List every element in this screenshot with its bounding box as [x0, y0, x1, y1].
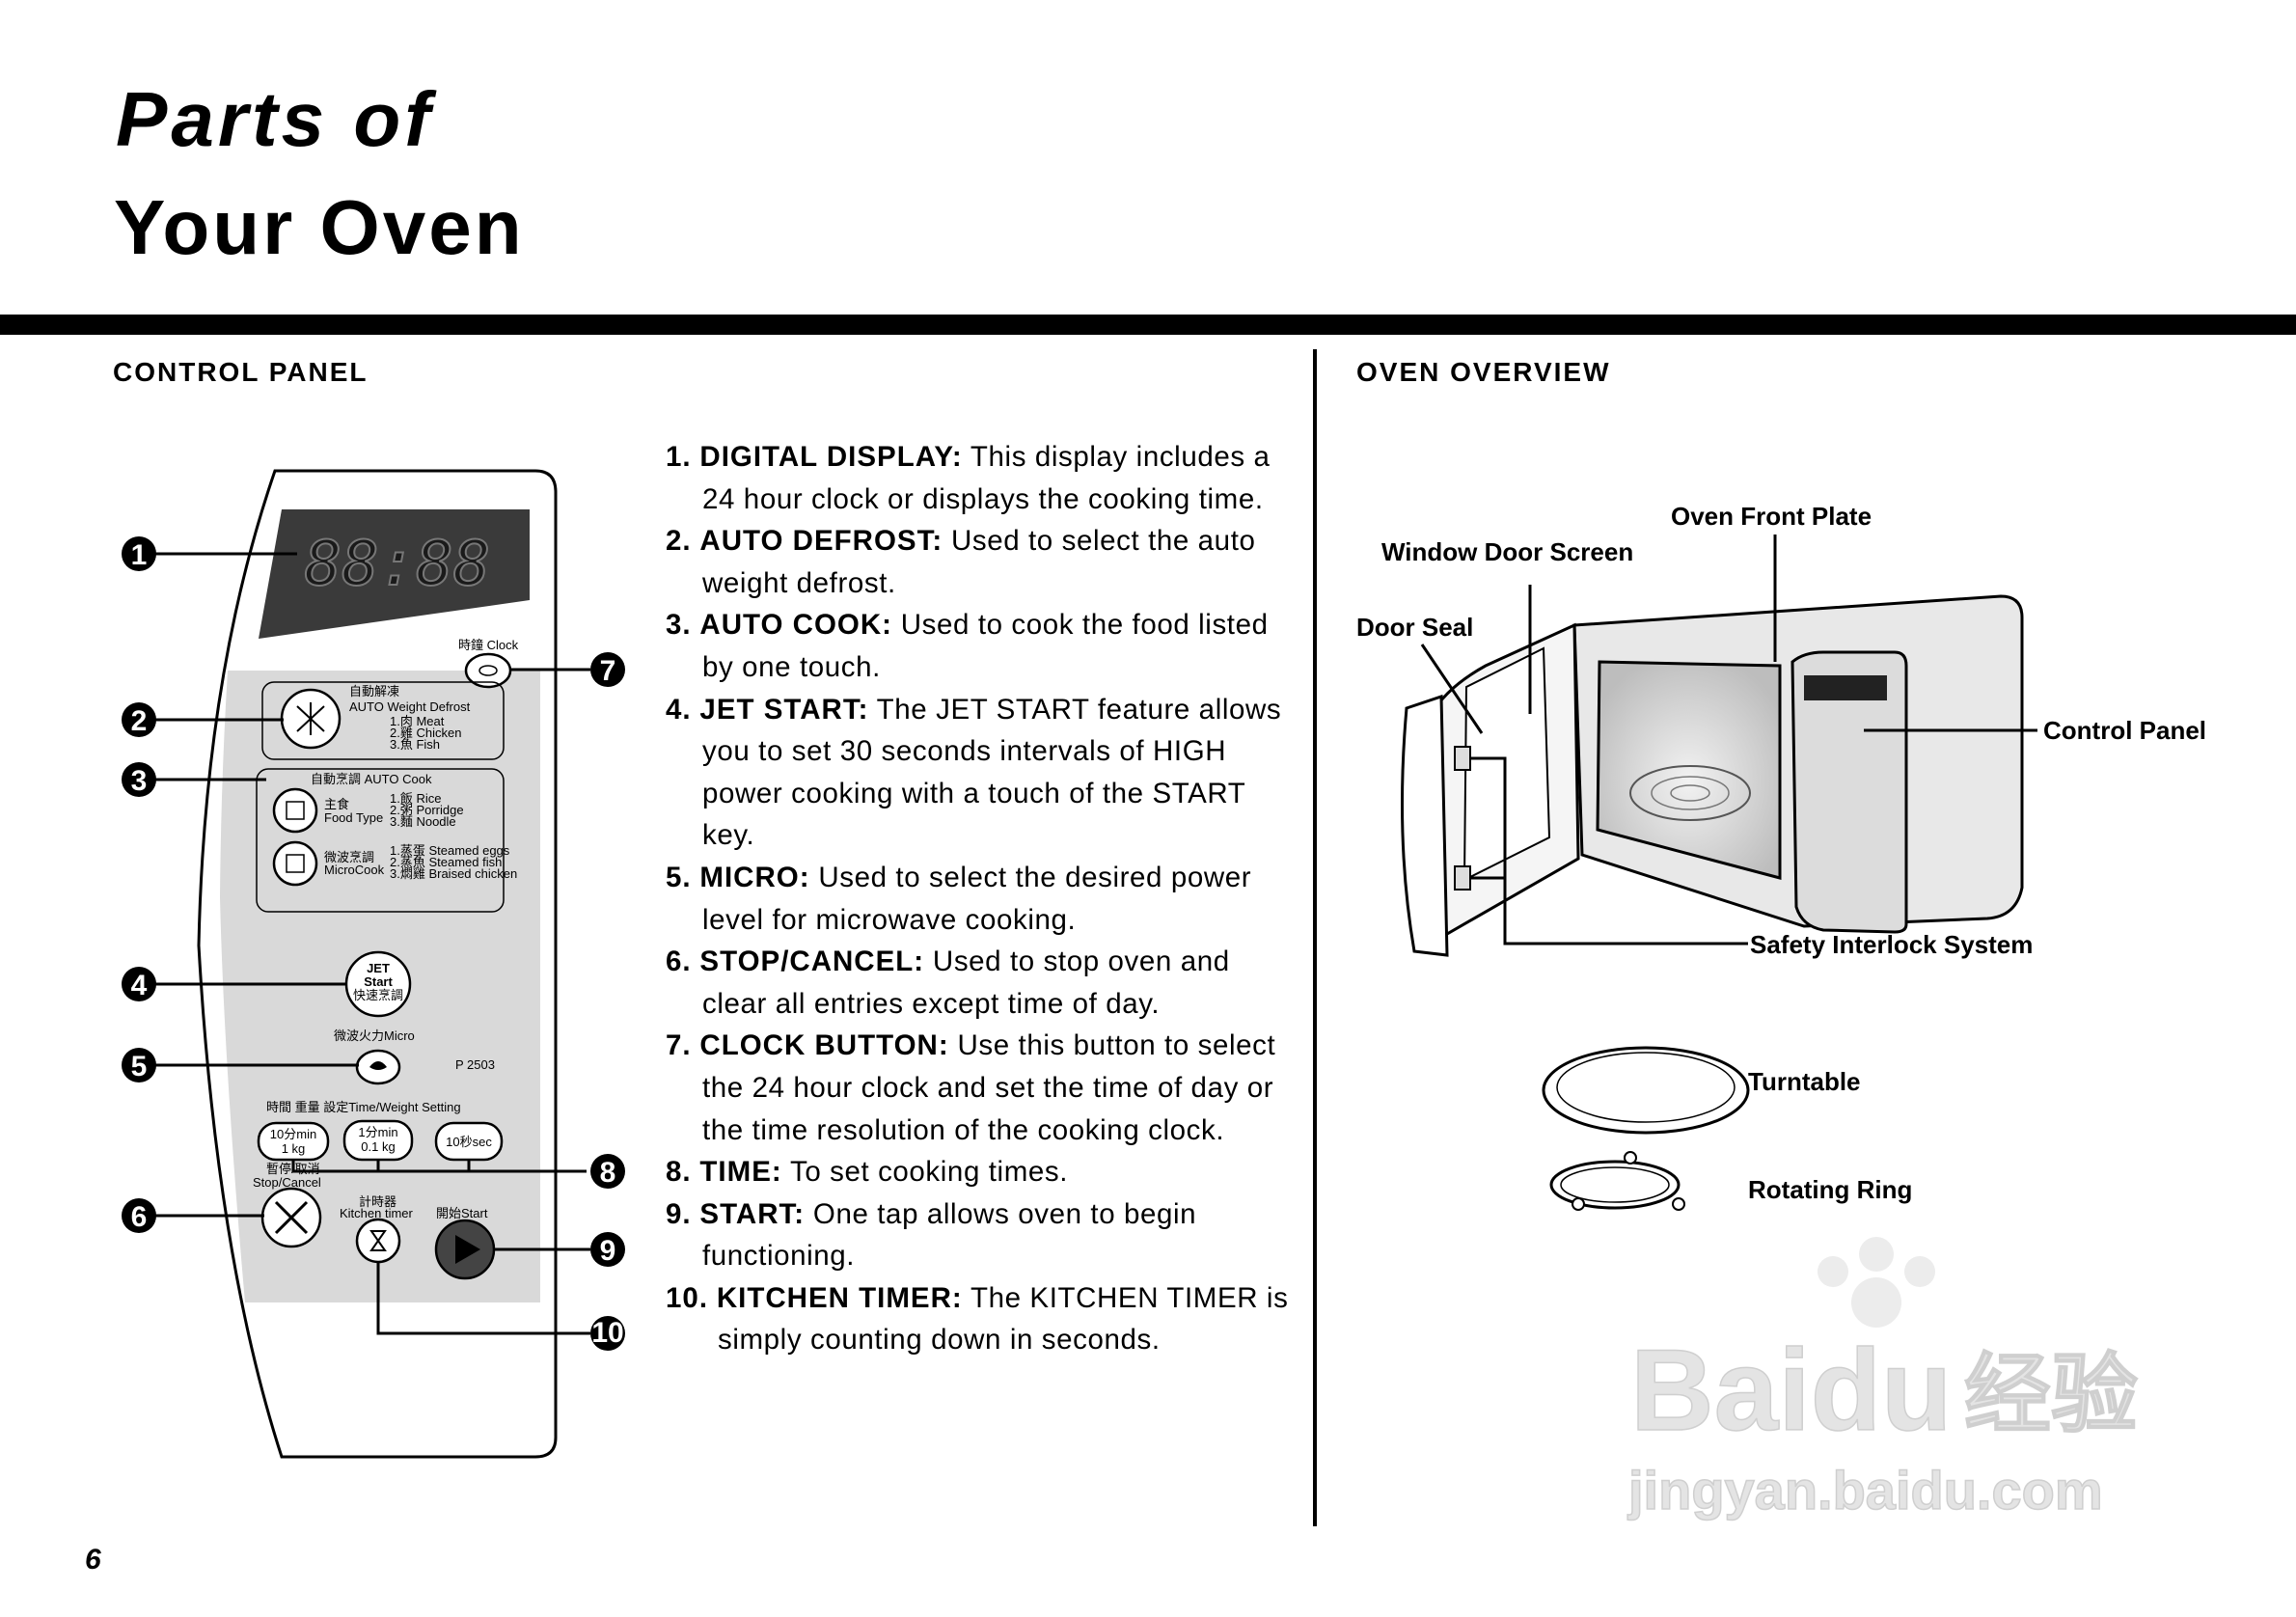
callout-8: 8 [600, 1157, 616, 1189]
label-door-seal: Door Seal [1356, 613, 1473, 642]
oven-control-panel [1790, 650, 1908, 934]
watermark-chinese: 经验 [1964, 1347, 2138, 1443]
overview-leaders [1420, 534, 2037, 946]
rotating-ring-part [1549, 1160, 1681, 1210]
cancel-x-icon [274, 1200, 309, 1235]
jet-start-label: JET [367, 961, 390, 975]
clock-icon [478, 665, 498, 676]
food-type-item: 2.粥 Porridge [390, 803, 464, 817]
food-type-item: 1.飯 Rice [390, 791, 441, 806]
defrost-item: 3.魚 Fish [390, 737, 440, 752]
jet-start-label: Start [364, 974, 393, 989]
callout-markers: 1 2 3 4 5 6 7 8 9 10 [122, 536, 625, 1351]
oven-overview-illustration [1401, 594, 2024, 957]
micro-cook-icon [286, 854, 305, 873]
callout-3: 3 [131, 765, 148, 797]
play-icon [455, 1235, 480, 1264]
ten-minute-label: 10分min [270, 1127, 316, 1141]
oven-display [1804, 675, 1887, 700]
defrost-item: 2.雞 Chicken [390, 726, 461, 740]
food-type-button[interactable] [272, 787, 318, 834]
stop-cancel-label: Stop/Cancel [253, 1175, 321, 1190]
watermark: Baidu 经验 jingyan.baidu.com [1626, 1237, 2139, 1521]
auto-cook-label: 自動烹調 AUTO Cook [311, 772, 432, 786]
page-number: 6 [85, 1544, 101, 1576]
micro-label: 微波火力Micro [334, 1028, 415, 1043]
auto-cook-group-frame [256, 768, 505, 913]
description-item: 4. JET START: The JET START feature allo… [666, 693, 1282, 852]
micro-cook-chinese-label: 微波烹調 [324, 850, 374, 864]
jet-start-chinese-label: 快速烹調 [353, 988, 403, 1002]
description-item: 7. CLOCK BUTTON: Use this button to sele… [666, 1029, 1276, 1146]
callout-4: 4 [131, 970, 148, 1001]
kitchen-timer-label: Kitchen timer [340, 1206, 414, 1220]
description-item: 5. MICRO: Used to select the desired pow… [666, 861, 1252, 936]
turntable-part [1542, 1046, 1750, 1135]
door-seal-part [1401, 694, 1449, 957]
control-descriptions-list: 1. DIGITAL DISPLAY: This display include… [666, 436, 1302, 1361]
watermark-url: jingyan.baidu.com [1627, 1460, 2103, 1521]
micro-cook-item: 3.燜雞 Braised chicken [390, 866, 517, 881]
label-turntable: Turntable [1748, 1067, 1861, 1096]
interlock-latch-top [1454, 746, 1471, 771]
time-weight-label: 時間 重量 設定Time/Weight Setting [266, 1100, 461, 1114]
header-rule [0, 315, 2296, 335]
digital-display [259, 509, 530, 639]
clock-label: 時鐘 Clock [458, 638, 519, 652]
model-number: P 2503 [455, 1057, 495, 1072]
description-item: 10. KITCHEN TIMER: The KITCHEN TIMER is … [666, 1281, 1289, 1357]
watermark-brand: Baidu [1630, 1326, 1952, 1455]
callout-6: 6 [131, 1201, 148, 1233]
display-digits: 88:88 [305, 529, 491, 600]
label-rotating-ring: Rotating Ring [1748, 1175, 1912, 1204]
label-safety-interlock: Safety Interlock System [1750, 930, 2033, 959]
micro-power-icon [369, 1061, 387, 1070]
description-item: 9. START: One tap allows oven to begin f… [666, 1197, 1197, 1273]
description-item: 8. TIME: To set cooking times. [666, 1156, 1069, 1189]
description-item: 1. DIGITAL DISPLAY: This display include… [666, 441, 1271, 515]
description-item: 6. STOP/CANCEL: Used to stop oven and cl… [666, 946, 1230, 1020]
label-oven-front-plate: Oven Front Plate [1671, 502, 1872, 531]
label-control-panel: Control Panel [2043, 716, 2206, 745]
food-type-item: 3.麵 Noodle [390, 814, 456, 829]
micro-cook-label: MicroCook [324, 863, 385, 877]
food-type-icon [286, 801, 305, 820]
page-title-line-2: Your Oven [114, 184, 525, 270]
callout-leaders [154, 552, 590, 1335]
food-type-label: Food Type [324, 810, 383, 825]
ten-minute-weight-label: 1 kg [282, 1141, 306, 1156]
control-panel-illustration: 88:88 時鐘 Clock 自動解凍 AUTO Weight Defrost … [197, 469, 558, 1459]
ten-second-label: 10秒sec [446, 1135, 492, 1149]
defrost-label: AUTO Weight Defrost [349, 699, 471, 714]
one-minute-weight-label: 0.1 kg [361, 1139, 395, 1154]
callout-9: 9 [600, 1235, 616, 1267]
label-window-door-screen: Window Door Screen [1381, 537, 1633, 566]
page-title-line-1: Parts of [116, 76, 434, 162]
defrost-chinese-label: 自動解凍 [349, 684, 399, 699]
food-type-chinese-label: 主食 [324, 797, 349, 811]
section-heading-oven-overview: OVEN OVERVIEW [1356, 357, 1611, 387]
kitchen-timer-chinese-label: 計時器 [359, 1194, 396, 1209]
micro-cook-button[interactable] [272, 840, 318, 887]
hourglass-icon [369, 1230, 387, 1251]
callout-7: 7 [600, 655, 616, 687]
description-item: 3. AUTO COOK: Used to cook the food list… [666, 609, 1269, 683]
callout-5: 5 [131, 1051, 148, 1083]
interlock-latch-bottom [1454, 865, 1471, 891]
micro-cook-item: 2.蒸魚 Steamed fish [390, 855, 502, 869]
oven-cavity [1596, 660, 1782, 880]
description-item: 2. AUTO DEFROST: Used to select the auto… [666, 525, 1256, 599]
one-minute-label: 1分min [358, 1125, 397, 1139]
callout-10: 10 [591, 1317, 623, 1349]
section-heading-control-panel: CONTROL PANEL [113, 357, 369, 387]
callout-2: 2 [131, 705, 148, 737]
micro-cook-item: 1.蒸蛋 Steamed eggs [390, 843, 510, 858]
snowflake-icon [296, 702, 325, 735]
cavity-turntable [1629, 765, 1751, 821]
defrost-item: 1.肉 Meat [390, 714, 445, 728]
column-divider [1313, 349, 1317, 1526]
start-label: 開始Start [436, 1206, 488, 1220]
callout-1: 1 [131, 539, 148, 571]
